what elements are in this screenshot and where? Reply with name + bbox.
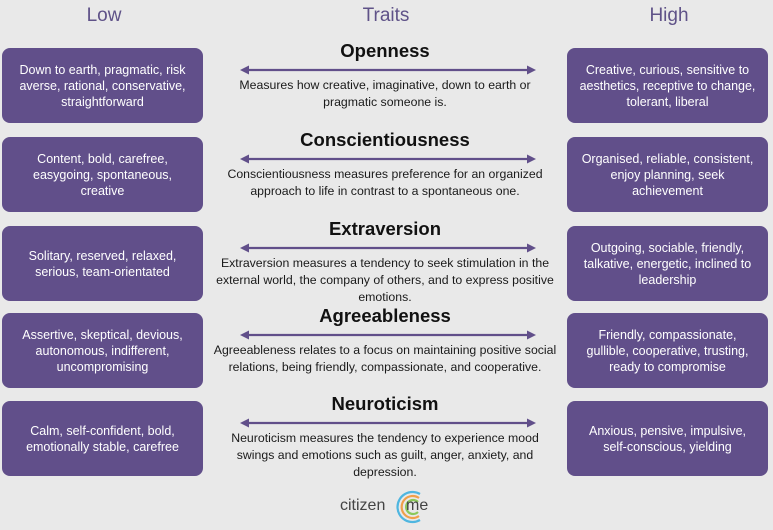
trait-description: Agreeableness relates to a focus on main… — [213, 343, 557, 374]
high-traits-text: Creative, curious, sensitive to aestheti… — [579, 62, 756, 109]
trait-title: Openness — [340, 40, 430, 61]
double-arrow-icon — [240, 330, 536, 340]
low-traits-text: Assertive, skeptical, devious, autonomou… — [22, 327, 183, 374]
double-arrow-icon — [240, 154, 536, 164]
high-traits-box: Outgoing, sociable, friendly, talkative,… — [567, 226, 768, 301]
low-traits-box: Solitary, reserved, relaxed, serious, te… — [2, 226, 203, 301]
trait-description: Extraversion measures a tendency to seek… — [216, 256, 554, 304]
logo-text-citizen: citizen — [340, 497, 386, 514]
high-traits-text: Friendly, compassionate, gullible, coope… — [586, 327, 749, 374]
double-arrow-icon — [240, 65, 536, 75]
trait-description: Measures how creative, imaginative, down… — [239, 78, 531, 109]
low-traits-box: Content, bold, carefree, easygoing, spon… — [2, 137, 203, 212]
trait-row-agreeableness: Assertive, skeptical, devious, autonomou… — [0, 305, 773, 391]
high-traits-box: Anxious, pensive, impulsive, self-consci… — [567, 401, 768, 476]
trait-title: Conscientiousness — [300, 129, 470, 150]
trait-row-openness: Down to earth, pragmatic, risk averse, r… — [0, 40, 773, 126]
high-traits-text: Organised, reliable, consistent, enjoy p… — [581, 151, 754, 198]
high-traits-text: Outgoing, sociable, friendly, talkative,… — [583, 240, 752, 287]
trait-title: Agreeableness — [319, 305, 451, 326]
trait-description: Conscientiousness measures preference fo… — [227, 167, 543, 198]
trait-title: Neuroticism — [331, 393, 439, 414]
low-traits-text: Down to earth, pragmatic, risk averse, r… — [19, 62, 186, 109]
high-traits-box: Organised, reliable, consistent, enjoy p… — [567, 137, 768, 212]
logo-text-me: me — [406, 497, 429, 514]
high-traits-box: Creative, curious, sensitive to aestheti… — [567, 48, 768, 123]
low-traits-text: Content, bold, carefree, easygoing, spon… — [33, 151, 172, 198]
high-traits-text: Anxious, pensive, impulsive, self-consci… — [588, 423, 747, 454]
low-traits-box: Down to earth, pragmatic, risk averse, r… — [2, 48, 203, 123]
low-traits-box: Calm, self-confident, bold, emotionally … — [2, 401, 203, 476]
citizenme-logo: citizen me — [340, 488, 440, 526]
low-traits-text: Calm, self-confident, bold, emotionally … — [26, 423, 179, 454]
trait-row-extraversion: Solitary, reserved, relaxed, serious, te… — [0, 218, 773, 304]
logo-rings-icon — [396, 490, 421, 524]
trait-row-neuroticism: Calm, self-confident, bold, emotionally … — [0, 393, 773, 479]
trait-row-conscientiousness: Content, bold, carefree, easygoing, spon… — [0, 129, 773, 215]
high-traits-box: Friendly, compassionate, gullible, coope… — [567, 313, 768, 388]
double-arrow-icon — [240, 243, 536, 253]
low-traits-box: Assertive, skeptical, devious, autonomou… — [2, 313, 203, 388]
header-low: Low — [86, 5, 122, 26]
trait-title: Extraversion — [328, 218, 442, 239]
header-high: High — [649, 5, 689, 26]
header-traits: Traits — [362, 5, 410, 26]
low-traits-text: Solitary, reserved, relaxed, serious, te… — [28, 248, 177, 279]
trait-description: Neuroticism measures the tendency to exp… — [231, 431, 539, 479]
double-arrow-icon — [240, 418, 536, 428]
